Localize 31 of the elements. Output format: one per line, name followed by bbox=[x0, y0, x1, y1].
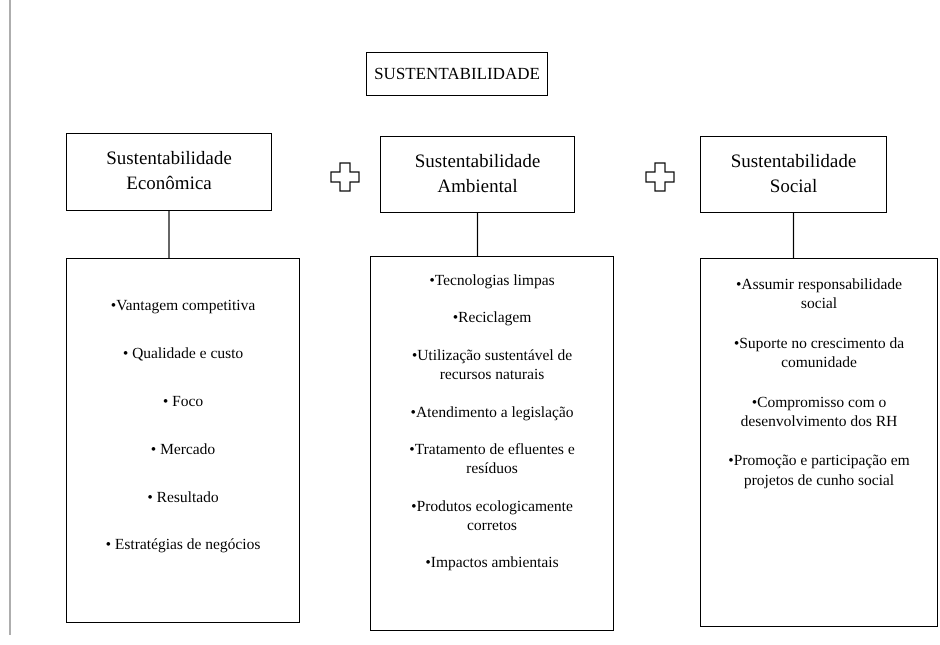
bullet-item: • Foco bbox=[162, 392, 204, 412]
bullet-item: •Vantagem competitiva bbox=[110, 296, 256, 316]
title-box bbox=[366, 52, 548, 96]
bullet-item: • Mercado bbox=[150, 440, 216, 459]
bullet-list-box bbox=[370, 256, 614, 631]
bullet-item: •Promoção e participação em projetos de cunho social bbox=[727, 451, 911, 490]
bullet-item: • Qualidade e custo bbox=[122, 344, 244, 364]
heading-box bbox=[700, 136, 887, 213]
bullet-item: •Assumir responsabilidade social bbox=[735, 275, 903, 314]
heading-text: SUSTENTABILIDADE bbox=[374, 62, 540, 85]
bullet-item: • Resultado bbox=[147, 488, 219, 507]
bullet-list-box bbox=[66, 258, 300, 623]
bullet-item: •Atendimento a legislação bbox=[410, 402, 574, 422]
bullet-item: •Tratamento de efluentes e resíduos bbox=[408, 440, 576, 479]
connector-line bbox=[476, 213, 478, 256]
connector-line bbox=[792, 213, 794, 258]
heading-text: Sustentabilidade Ambiental bbox=[414, 150, 542, 198]
heading-box bbox=[380, 136, 575, 213]
heading-text: Sustentabilidade Econômica bbox=[105, 147, 233, 196]
bullet-item: •Produtos ecologicamente corretos bbox=[410, 496, 574, 536]
bullet-item: •Reciclagem bbox=[452, 308, 532, 328]
bullet-item: •Suporte no crescimento da comunidade bbox=[732, 334, 906, 372]
bullet-item: •Impactos ambientais bbox=[425, 553, 559, 573]
bullet-item: •Tecnologias limpas bbox=[429, 271, 555, 290]
heading-box bbox=[66, 133, 272, 211]
heading-text: Sustentabilidade Social bbox=[730, 150, 858, 198]
bullet-item: • Estratégias de negócios bbox=[106, 535, 260, 555]
bullet-list-box bbox=[700, 258, 938, 627]
bullet-item: •Utilização sustentável de recursos naturais bbox=[410, 346, 574, 384]
connector-line bbox=[168, 211, 170, 258]
bullet-item: •Compromisso com o desenvolvimento dos RH bbox=[740, 392, 898, 432]
